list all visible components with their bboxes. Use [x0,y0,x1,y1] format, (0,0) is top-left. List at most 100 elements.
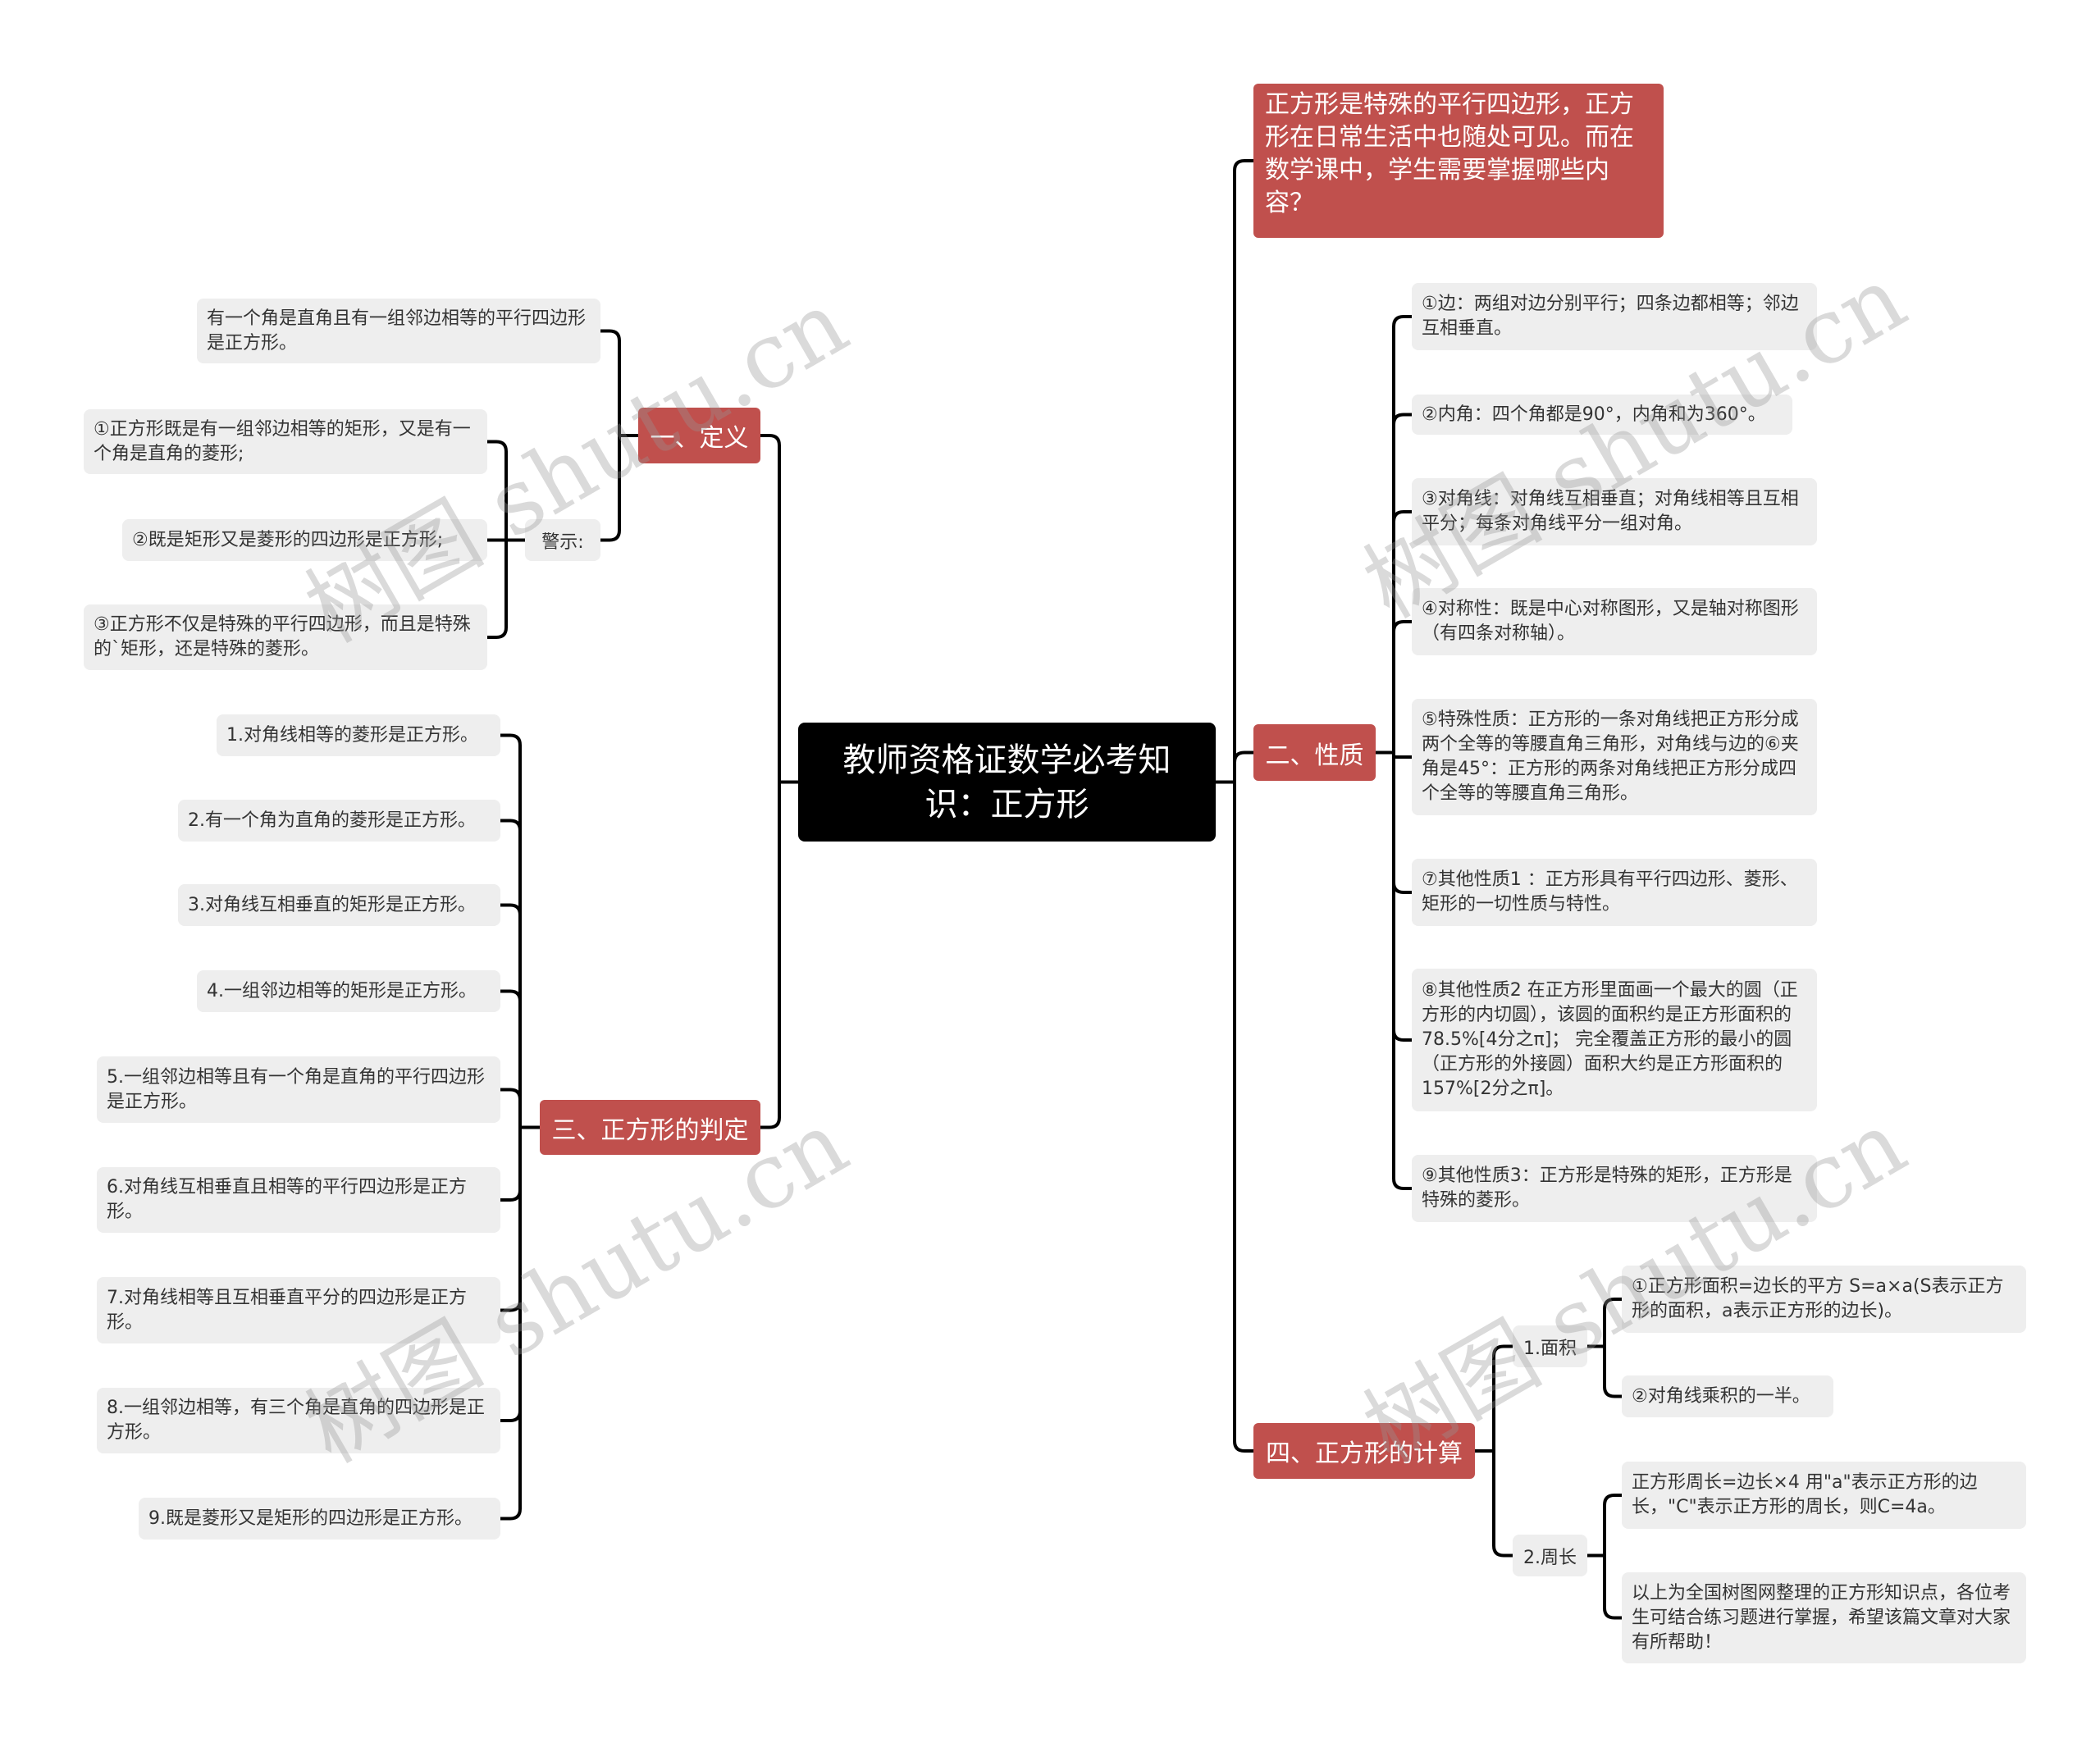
judgment-item[interactable]: 4.一组邻边相等的矩形是正方形。 [197,970,500,1012]
leaf-text: 1.对角线相等的菱形是正方形。 [226,724,478,746]
warning-item[interactable]: ③正方形不仅是特殊的平行四边形，而且是特殊的`矩形，还是特殊的菱形。 [84,604,487,670]
leaf-text: 以上为全国树图网整理的正方形知识点，各位考生可结合练习题进行掌握，希望该篇文章对… [1632,1582,2011,1653]
leaf-text: ⑧其他性质2 在正方形里面画一个最大的圆（正方形的内切圆），该圆的面积约是正方形… [1422,980,1798,1099]
branch-judgment[interactable]: 三、正方形的判定 [540,1100,760,1155]
branch-calculation[interactable]: 四、正方形的计算 [1253,1423,1475,1479]
connector-line [1376,750,1412,1190]
branch-definition[interactable]: 一、定义 [638,408,760,463]
perimeter-node[interactable]: 2.周长 [1513,1535,1587,1576]
property-item[interactable]: ⑦其他性质1 ：正方形具有平行四边形、菱形、矩形的一切性质与特性。 [1412,859,1817,926]
connector-line [500,1125,540,1422]
judgment-item[interactable]: 5.一组邻边相等且有一个角是直角的平行四边形是正方形。 [97,1056,500,1123]
connector-line [1376,620,1412,755]
connector-line [500,1125,540,1521]
leaf-text: ⑤特殊性质：正方形的一条对角线把正方形分成两个全等的等腰直角三角形，对角线与边的… [1422,709,1799,804]
connector-line [1376,750,1412,1042]
leaf-text: 7.对角线相等且互相垂直平分的四边形是正方形。 [107,1287,467,1333]
leaf-text: ①边：两组对边分别平行；四条边都相等；邻边互相垂直。 [1422,294,1799,339]
connector-line [1376,510,1412,755]
property-item[interactable]: ③对角线：对角线互相垂直；对角线相等且互相平分；每条对角线平分一组对角。 [1412,478,1817,545]
leaf-text: ②既是矩形又是菱形的四边形是正方形; [132,529,444,550]
area-item[interactable]: ②对角线乘积的一半。 [1622,1375,1833,1417]
leaf-text: ②内角：四个角都是90°，内角和为360°。 [1422,404,1766,425]
connector-line [600,329,638,437]
property-item[interactable]: ⑤特殊性质：正方形的一条对角线把正方形分成两个全等的等腰直角三角形，对角线与边的… [1412,699,1817,815]
area-label: 1.面积 [1523,1338,1577,1359]
definition-text[interactable]: 有一个角是直角且有一组邻边相等的平行四边形是正方形。 [197,299,600,363]
connector-line [1587,1298,1622,1348]
leaf-text: ④对称性：既是中心对称图形，又是轴对称图形（有四条对称轴）。 [1422,599,1799,644]
connector-line [760,434,798,784]
area-item[interactable]: ①正方形面积=边长的平方 S=a×a(S表示正方形的面积，a表示正方形的边长)。 [1622,1266,2026,1333]
warning-node[interactable]: 警示: [525,519,600,561]
leaf-text: ③对角线：对角线互相垂直；对角线相等且互相平分；每条对角线平分一组对角。 [1422,489,1799,534]
property-item[interactable]: ②内角：四个角都是90°，内角和为360°。 [1412,395,1792,435]
property-item[interactable]: ⑧其他性质2 在正方形里面画一个最大的圆（正方形的内切圆），该圆的面积约是正方形… [1412,969,1817,1111]
judgment-item[interactable]: 3.对角线互相垂直的矩形是正方形。 [178,884,500,926]
connector-line [1587,1344,1622,1398]
leaf-text: ⑨其他性质3：正方形是特殊的矩形，正方形是特殊的菱形。 [1422,1166,1792,1211]
judgment-item[interactable]: 6.对角线互相垂直且相等的平行四边形是正方形。 [97,1167,500,1233]
leaf-text: ⑦其他性质1 ：正方形具有平行四边形、菱形、矩形的一切性质与特性。 [1422,869,1798,915]
judgment-item[interactable]: 2.有一个角为直角的菱形是正方形。 [178,800,500,842]
connector-line [1216,780,1253,1453]
connector-line [1376,750,1412,759]
leaf-text: 8.一组邻边相等，有三个角是直角的四边形是正方形。 [107,1398,485,1443]
judgment-item[interactable]: 7.对角线相等且互相垂直平分的四边形是正方形。 [97,1277,500,1343]
leaf-text: ①正方形面积=边长的平方 S=a×a(S表示正方形的面积，a表示正方形的边长)。 [1632,1276,2004,1321]
connector-line [500,733,540,1129]
leaf-text: ③正方形不仅是特殊的平行四边形，而且是特殊的`矩形，还是特殊的菱形。 [94,614,471,659]
connector-line [1216,750,1253,784]
connector-line [500,903,540,1129]
leaf-text: 5.一组邻边相等且有一个角是直角的平行四边形是正方形。 [107,1066,485,1112]
leaf-text: ②对角线乘积的一半。 [1632,1385,1810,1407]
leaf-text: 6.对角线互相垂直且相等的平行四边形是正方形。 [107,1177,467,1222]
branch-label: 三、正方形的判定 [551,1115,749,1145]
leaf-text: 3.对角线互相垂直的矩形是正方形。 [188,894,476,915]
connector-line [1587,1494,1622,1558]
leaf-text: 正方形周长=边长×4 用"a"表示正方形的边长，"C"表示正方形的周长，则C=4… [1632,1472,1978,1517]
branch-label: 四、正方形的计算 [1266,1439,1463,1468]
leaf-text: 9.既是菱形又是矩形的四边形是正方形。 [148,1508,472,1529]
branch-properties[interactable]: 二、性质 [1253,724,1376,781]
connector-line [760,780,798,1129]
connector-line [487,440,525,542]
branch-label: 二、性质 [1265,741,1364,770]
connector-line [600,434,638,542]
perimeter-item[interactable]: 以上为全国树图网整理的正方形知识点，各位考生可结合练习题进行掌握，希望该篇文章对… [1622,1572,2026,1663]
connector-line [1587,1553,1622,1620]
property-item[interactable]: ⑨其他性质3：正方形是特殊的矩形，正方形是特殊的菱形。 [1412,1155,1817,1222]
root-topic[interactable]: 教师资格证数学必考知识：正方形 [798,723,1216,842]
leaf-text: 有一个角是直角且有一组邻边相等的平行四边形是正方形。 [207,308,587,354]
connector-line [1376,750,1412,894]
property-item[interactable]: ④对称性：既是中心对称图形，又是轴对称图形（有四条对称轴）。 [1412,588,1817,655]
connector-line [500,1125,540,1312]
warning-item[interactable]: ①正方形既是有一组邻边相等的矩形，又是有一个角是直角的菱形; [84,409,487,474]
leaf-text: 2.有一个角为直角的菱形是正方形。 [188,810,476,831]
connector-line [500,989,540,1129]
connector-line [1475,1449,1513,1558]
connector-line [1376,315,1412,755]
connector-line [1216,159,1253,784]
judgment-item[interactable]: 9.既是菱形又是矩形的四边形是正方形。 [139,1498,500,1540]
intro-text: 正方形是特殊的平行四边形，正方形在日常生活中也随处可见。而在数学课中，学生需要掌… [1265,90,1634,217]
judgment-item[interactable]: 1.对角线相等的菱形是正方形。 [217,714,500,756]
connector-line [487,538,525,639]
perimeter-item[interactable]: 正方形周长=边长×4 用"a"表示正方形的边长，"C"表示正方形的周长，则C=4… [1622,1462,2026,1529]
root-label: 教师资格证数学必考知识：正方形 [842,741,1171,823]
intro-node[interactable]: 正方形是特殊的平行四边形，正方形在日常生活中也随处可见。而在数学课中，学生需要掌… [1253,84,1664,238]
connector-line [1376,413,1412,755]
branch-label: 一、定义 [650,424,749,453]
connector-line [1475,1344,1513,1453]
connector-line [500,1088,540,1129]
leaf-text: 4.一组邻边相等的矩形是正方形。 [207,980,477,1001]
connector-line [500,819,540,1129]
perimeter-label: 2.周长 [1523,1547,1577,1568]
area-node[interactable]: 1.面积 [1513,1325,1587,1367]
warning-item[interactable]: ②既是矩形又是菱形的四边形是正方形; [122,519,487,561]
property-item[interactable]: ①边：两组对边分别平行；四条边都相等；邻边互相垂直。 [1412,283,1817,350]
judgment-item[interactable]: 8.一组邻边相等，有三个角是直角的四边形是正方形。 [97,1388,500,1453]
warning-label: 警示: [541,531,584,553]
leaf-text: ①正方形既是有一组邻边相等的矩形，又是有一个角是直角的菱形; [94,418,471,464]
connector-line [500,1125,540,1202]
